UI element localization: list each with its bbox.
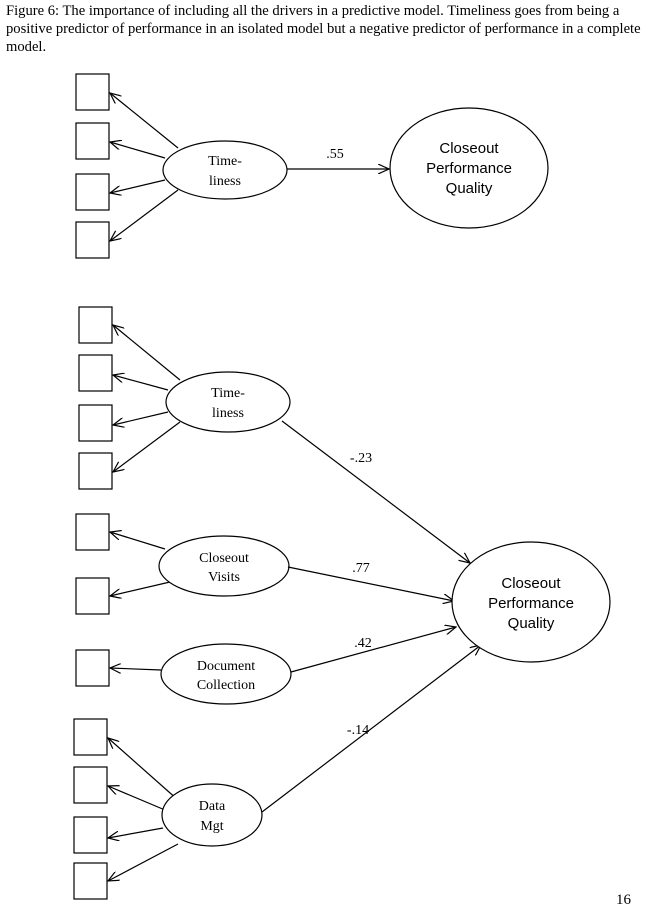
loading-arrow xyxy=(113,421,181,472)
timeliness-label-line1: Time- xyxy=(211,386,245,401)
indicator-box xyxy=(75,173,110,211)
loading-arrow xyxy=(108,738,179,801)
outcome-label-line3: Quality xyxy=(446,180,493,197)
timeliness-label-line1: Time- xyxy=(208,154,242,169)
indicator-box xyxy=(75,122,110,160)
outcome-label-line1: Closeout xyxy=(501,575,561,592)
path-coefficient: .77 xyxy=(352,561,370,576)
indicator-box xyxy=(75,73,110,111)
document-collection-label-line2: Collection xyxy=(197,678,255,693)
closeout-visits-factor xyxy=(158,535,290,597)
outcome-label-line3: Quality xyxy=(508,615,555,632)
outcome-label-line2: Performance xyxy=(426,160,512,177)
top-model: Time- liness .55 Closeout Performance Qu… xyxy=(75,73,549,259)
data-mgt-factor xyxy=(161,783,263,847)
closeout-visits-label-line2: Visits xyxy=(208,570,240,585)
document-collection-factor xyxy=(160,643,292,705)
loading-arrow xyxy=(110,179,166,193)
page-number: 16 xyxy=(616,892,631,908)
document-collection-label-line1: Document xyxy=(197,659,255,674)
loading-arrow xyxy=(108,843,179,881)
indicator-box xyxy=(75,577,110,615)
outcome-label-line2: Performance xyxy=(488,595,574,612)
path-coefficient: -.14 xyxy=(347,723,369,738)
timeliness-label-line2: liness xyxy=(209,174,241,189)
figure-caption: Figure 6: The importance of including al… xyxy=(6,3,641,55)
indicator-box xyxy=(75,221,110,259)
loading-arrow xyxy=(110,668,162,670)
outcome-factor xyxy=(389,107,549,229)
indicator-box xyxy=(78,354,113,392)
path-arrow xyxy=(261,645,481,813)
data-mgt-label-line1: Data xyxy=(199,799,226,814)
loading-arrow xyxy=(108,786,166,811)
timeliness-factor xyxy=(165,371,291,433)
loading-arrow xyxy=(110,93,179,149)
indicator-box xyxy=(73,766,108,804)
indicator-box xyxy=(75,649,110,687)
loading-arrow xyxy=(108,827,164,838)
outcome-factor xyxy=(451,541,611,663)
loading-arrow xyxy=(113,325,181,381)
indicator-box xyxy=(78,306,113,344)
timeliness-factor xyxy=(162,140,288,200)
path-coefficient: -.23 xyxy=(350,451,372,466)
path-arrow xyxy=(290,627,456,673)
path-arrow xyxy=(281,420,470,563)
indicator-box xyxy=(73,816,108,854)
path-coefficient: .42 xyxy=(354,636,372,651)
indicator-box xyxy=(73,862,108,900)
loading-arrow xyxy=(110,189,179,241)
loading-arrow xyxy=(110,532,166,550)
indicator-box xyxy=(75,513,110,551)
loading-arrow xyxy=(113,411,169,425)
path-arrow xyxy=(287,566,454,601)
indicator-box xyxy=(78,404,113,442)
loading-arrow xyxy=(110,142,166,159)
bottom-model: Time- liness Closeout Visits Document Co… xyxy=(73,306,611,900)
path-coefficient: .55 xyxy=(326,147,344,162)
indicator-box xyxy=(78,452,113,490)
indicator-box xyxy=(73,718,108,756)
timeliness-label-line2: liness xyxy=(212,406,244,421)
closeout-visits-label-line1: Closeout xyxy=(199,551,249,566)
loading-arrow xyxy=(113,375,169,391)
outcome-label-line1: Closeout xyxy=(439,140,499,157)
loading-arrow xyxy=(110,581,171,596)
data-mgt-label-line2: Mgt xyxy=(200,819,223,834)
